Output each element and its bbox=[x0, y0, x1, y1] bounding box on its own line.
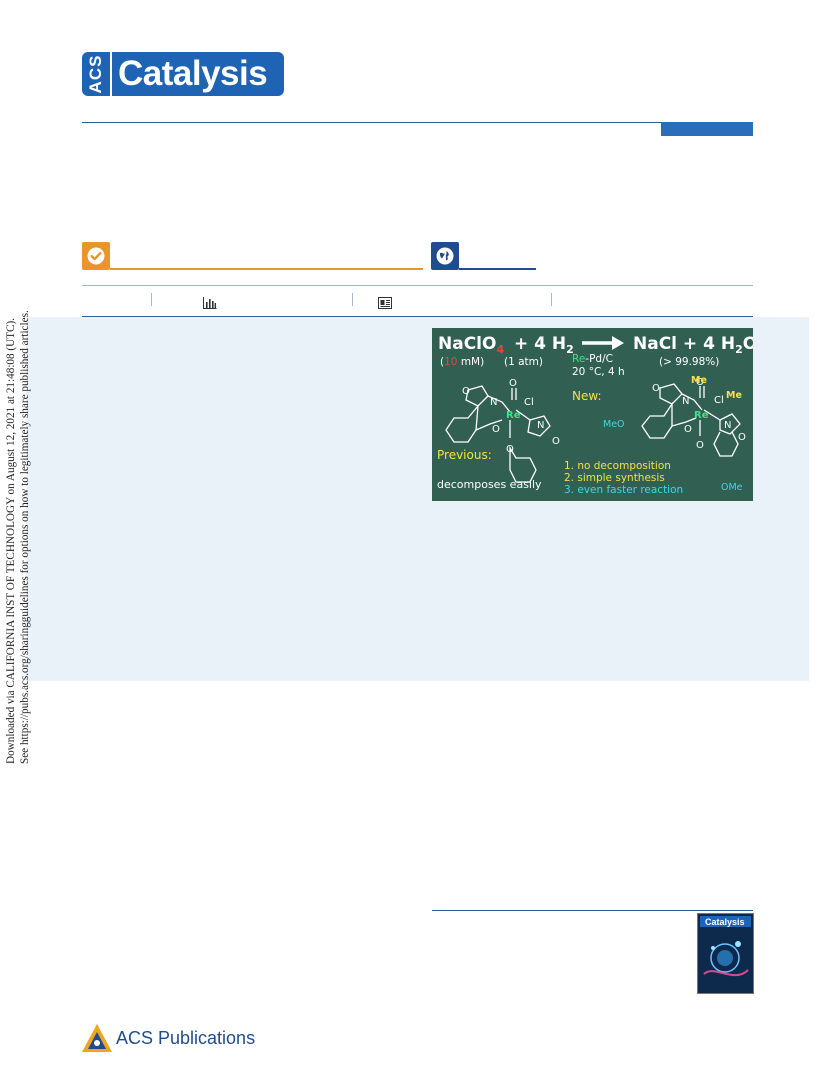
svg-text:N: N bbox=[682, 396, 689, 407]
svg-text:O: O bbox=[552, 436, 560, 447]
svg-text:O: O bbox=[492, 424, 500, 435]
toc-previous-structure bbox=[445, 385, 551, 483]
toc-ome-label: OMe bbox=[721, 482, 743, 493]
download-notice: Downloaded via CALIFORNIA INST OF TECHNO… bbox=[4, 310, 36, 764]
toc-meo-label: MeO bbox=[603, 419, 625, 430]
metrics-separator bbox=[352, 293, 353, 306]
svg-text:O: O bbox=[696, 377, 704, 388]
toc-conversion: (> 99.98%) bbox=[659, 356, 719, 368]
toc-advantage-3: 3. even faster reaction bbox=[564, 484, 683, 496]
svg-text:O: O bbox=[652, 383, 660, 394]
toc-temperature: 20 °C, 4 h bbox=[572, 366, 625, 378]
footer-rule bbox=[432, 910, 753, 911]
journal-logo: ACS Catalysis bbox=[82, 52, 284, 96]
svg-text:N: N bbox=[490, 397, 497, 408]
toc-equation-reactant: NaClO4 bbox=[438, 334, 504, 356]
toc-rhenium-label: Re bbox=[506, 410, 521, 421]
logo-acs-text: ACS bbox=[86, 54, 105, 94]
metrics-rule-top bbox=[82, 285, 753, 286]
toc-concentration: (10 mM) bbox=[440, 356, 484, 368]
globe-rule bbox=[459, 268, 536, 270]
open-access-check-icon bbox=[87, 247, 105, 265]
toc-catalyst: Re-Pd/C bbox=[572, 353, 613, 365]
metrics-bar-chart-icon[interactable] bbox=[203, 296, 217, 309]
metrics-rule-bottom bbox=[82, 316, 753, 317]
open-access-badge[interactable] bbox=[82, 242, 110, 270]
download-notice-line2: See https://pubs.acs.org/sharingguidelin… bbox=[19, 310, 31, 764]
svg-text:N: N bbox=[724, 420, 731, 431]
toc-me-label-2: Me bbox=[726, 390, 742, 401]
toc-pressure: (1 atm) bbox=[504, 356, 543, 368]
svg-text:O: O bbox=[696, 440, 704, 451]
svg-text:O: O bbox=[462, 386, 470, 397]
metrics-separator bbox=[551, 293, 552, 306]
header-tab bbox=[661, 122, 753, 136]
acs-publications-logo: ACS Publications bbox=[81, 1023, 255, 1055]
toc-label-previous: Previous: bbox=[437, 448, 492, 462]
logo-name-box: Catalysis bbox=[112, 52, 284, 96]
svg-text:Cl: Cl bbox=[524, 397, 534, 408]
svg-text:O: O bbox=[684, 424, 692, 435]
metrics-separator bbox=[151, 293, 152, 306]
globe-badge[interactable] bbox=[431, 242, 459, 270]
svg-text:Catalysis: Catalysis bbox=[705, 917, 745, 927]
svg-text:Cl: Cl bbox=[714, 395, 724, 406]
svg-text:O: O bbox=[506, 444, 514, 455]
globe-icon bbox=[436, 247, 454, 265]
header-rule bbox=[82, 122, 753, 123]
toc-new-structure bbox=[641, 383, 741, 457]
toc-me-label-1: Me bbox=[691, 375, 707, 386]
article-recommendations-icon[interactable] bbox=[378, 296, 392, 309]
toc-advantage-2: 2. simple synthesis bbox=[564, 472, 665, 484]
acs-publications-emblem-icon bbox=[82, 1024, 112, 1052]
download-notice-line1: Downloaded via CALIFORNIA INST OF TECHNO… bbox=[5, 317, 17, 764]
acs-publications-text: ACS Publications bbox=[116, 1028, 256, 1048]
logo-journal-name: Catalysis bbox=[118, 54, 268, 93]
svg-text:O: O bbox=[738, 432, 746, 443]
toc-graphic: NaClO4 + 4 H2 NaCl + 4 H2O (10 mM) (1 at… bbox=[432, 328, 753, 501]
toc-advantage-1: 1. no decomposition bbox=[564, 460, 671, 472]
toc-equation-h2: + 4 H2 bbox=[514, 334, 574, 356]
journal-cover-thumbnail[interactable]: Catalysis bbox=[697, 913, 754, 994]
open-access-rule bbox=[110, 268, 423, 270]
toc-equation-product: NaCl + 4 H2O bbox=[633, 334, 753, 356]
svg-text:N: N bbox=[537, 420, 544, 431]
toc-rhenium-label-new: Re bbox=[694, 410, 709, 421]
toc-label-decomposes: decomposes easily bbox=[437, 478, 542, 491]
logo-acs-box: ACS bbox=[82, 52, 110, 96]
toc-label-new: New: bbox=[572, 389, 602, 403]
svg-text:O: O bbox=[509, 378, 517, 389]
